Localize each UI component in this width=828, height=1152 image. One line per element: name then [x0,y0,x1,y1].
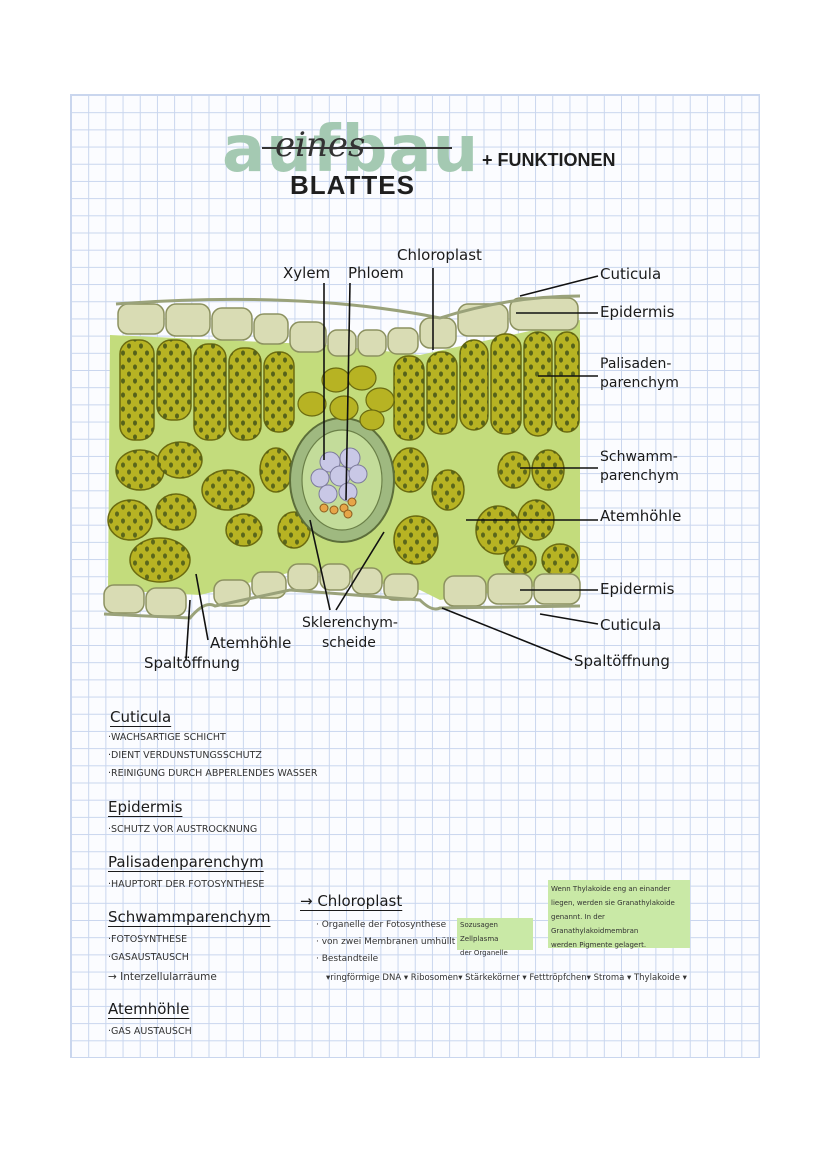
label-schwamm-1: Schwamm- [600,449,678,465]
spongy-chloroplasts [108,442,578,582]
highlight-thylakoide-b: liegen, werden sie Granathylakoide [551,899,675,907]
highlight-thylakoide-a: Wenn Thylakoide eng an einander [551,885,671,893]
label-phloem: Phloem [348,264,404,282]
heading-epidermis: Epidermis [108,798,183,816]
note-cuticula-2: ·DIENT VERDUNSTUNGSSCHUTZ [108,750,262,761]
title-suffix: + FUNKTIONEN [482,150,616,170]
label-schwamm-2: parenchym [600,468,679,484]
label-sklerenchym-1: Sklerenchym- [302,615,398,631]
label-palisaden-2: parenchym [600,375,679,391]
label-epidermis-bottom: Epidermis [600,580,675,598]
chloroplast-line-2: · von zwei Membranen umhüllt [316,937,456,947]
label-xylem: Xylem [283,264,331,282]
highlight-zellplasma-a: Sozusagen Zellplasma [460,921,499,943]
note-cuticula-1: ·WACHSARTIGE SCHICHT [108,732,226,743]
title-decor: aufbau [222,113,480,187]
heading-cuticula: Cuticula [110,708,172,726]
highlight-thylakoide: Wenn Thylakoide eng an einander liegen, … [548,880,690,949]
highlight-thylakoide-d: werden Pigmente gelagert. [551,941,647,949]
lower-cuticula [103,588,581,620]
highlight-zellplasma-b: der Organelle [460,949,508,957]
upper-epidermis [117,297,579,357]
note-schwamm-3: → Interzellularräume [108,971,217,983]
chloroplast-line-1: · Organelle der Fotosynthese [316,920,447,930]
label-palisaden-1: Palisaden- [600,356,672,372]
note-atemhoehle-1: ·GAS AUSTAUSCH [108,1026,192,1037]
label-chloroplast: Chloroplast [397,246,482,264]
note-palisaden-1: ·HAUPTORT DER FOTOSYNTHESE [108,879,265,890]
heading-schwamm: Schwammparenchym [108,908,271,926]
phloem-cells [319,497,357,519]
heading-chloroplast: → Chloroplast [300,892,403,910]
xylem-cells [310,447,368,504]
palisade-chloroplasts [120,332,579,440]
title-script: eines [275,125,366,165]
label-atemhoehle-left: Atemhöhle [210,634,292,652]
chloroplast-parts: ▾ringförmige DNA ▾ Ribosomen▾ Stärkekörn… [326,973,687,983]
vascular-bundle [289,365,395,543]
label-epidermis-top: Epidermis [600,303,675,321]
heading-atemhoehle: Atemhöhle [108,1000,190,1018]
leader-lines [185,268,599,661]
note-schwamm-2: ·GASAUSTAUSCH [108,952,189,963]
chloroplast-line-3: · Bestandteile [316,954,379,964]
title-strike-line [262,147,452,149]
highlight-thylakoide-c: genannt. In der Granathylakoidmembran [551,913,639,935]
upper-cuticula [115,294,581,320]
heading-palisaden: Palisadenparenchym [108,853,264,871]
label-sklerenchym-2: scheide [322,635,376,651]
label-cuticula-top: Cuticula [600,265,662,283]
note-schwamm-1: ·FOTOSYNTHESE [108,934,188,945]
label-atemhoehle-right: Atemhöhle [600,507,682,525]
note-epidermis-1: ·SCHUTZ VOR AUSTROCKNUNG [108,824,258,835]
bundle-upper-cells [297,365,395,431]
label-spaltoeffnung-left: Spaltöffnung [144,654,240,672]
label-spaltoeffnung-right: Spaltöffnung [574,652,670,670]
page-title: BLATTES [290,170,415,200]
highlight-zellplasma: Sozusagen Zellplasma der Organelle [457,918,533,957]
leaf-cross-section [103,268,599,661]
note-cuticula-3: ·REINIGUNG DURCH ABPERLENDES WASSER [108,768,318,779]
label-cuticula-bottom: Cuticula [600,616,662,634]
